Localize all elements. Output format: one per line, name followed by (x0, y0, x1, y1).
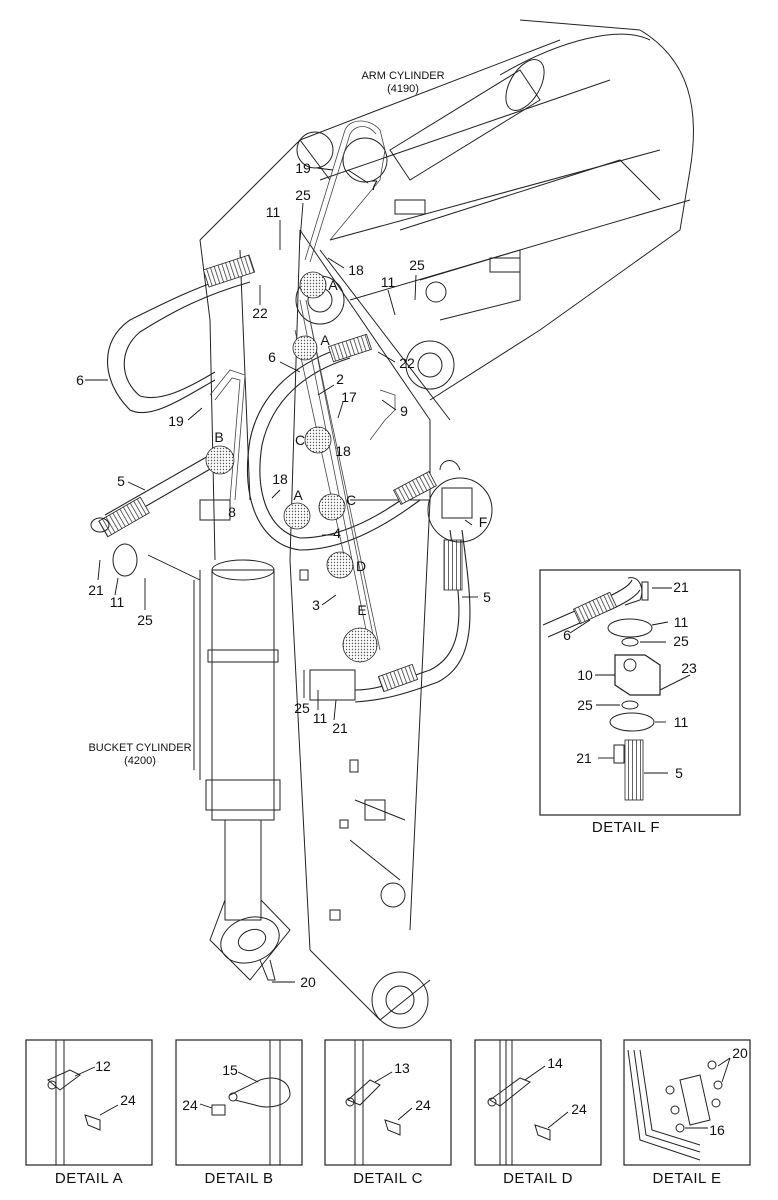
part-label: 25 (673, 633, 689, 649)
clamp-label: C (346, 492, 356, 508)
clamp-label: A (328, 277, 338, 293)
part-label: 11 (313, 710, 328, 726)
arm-cylinder-number: (4190) (387, 83, 419, 95)
bucket-cylinder-caption: BUCKET CYLINDER (88, 742, 191, 754)
part-label: 15 (222, 1062, 238, 1078)
hose-5-right (354, 460, 471, 703)
part-label: 11 (110, 594, 125, 610)
part-label: 25 (295, 187, 311, 203)
part-label: 24 (571, 1101, 587, 1117)
part-label: 2 (336, 371, 344, 387)
part-label: 18 (272, 471, 288, 487)
detail-box-labels: 12 24 DETAIL A 15 24 DETAIL B 13 24 DETA… (55, 1045, 748, 1187)
part-label: 11 (381, 274, 396, 290)
detail-b-panel (175, 1039, 303, 1166)
part-number-labels: 19 7 25 11 18 A 25 11 22 A 6 6 2 22 17 9… (76, 160, 491, 990)
part-label: 11 (266, 204, 281, 220)
bucket-cylinder-number: (4200) (124, 755, 156, 767)
steel-pipes (209, 120, 396, 651)
part-label: 24 (415, 1097, 431, 1113)
part-label: 3 (312, 597, 320, 613)
part-label: 24 (120, 1092, 136, 1108)
detail-callout: F (479, 514, 488, 530)
detail-f-title: DETAIL F (592, 819, 660, 836)
hose-5-left (90, 454, 213, 538)
part-label: 24 (182, 1097, 198, 1113)
part-label: 4 (333, 525, 341, 541)
part-label: 16 (709, 1122, 725, 1138)
hose-6-right (246, 333, 437, 551)
part-label: 8 (228, 504, 236, 520)
detail-f-panel (539, 569, 741, 816)
part-label: 11 (674, 614, 689, 630)
clamp-label: D (356, 558, 366, 574)
detail-c-title: DETAIL C (353, 1170, 423, 1187)
part-label: 5 (483, 589, 491, 605)
detail-a-panel (25, 1039, 153, 1166)
part-label: 11 (674, 714, 689, 730)
part-label: 22 (252, 305, 268, 321)
part-label: 20 (300, 974, 316, 990)
detail-d-panel (474, 1039, 602, 1166)
part-label: 14 (547, 1055, 563, 1071)
clamp-markers (112, 271, 493, 701)
part-label: 9 (400, 403, 408, 419)
part-label: 6 (76, 372, 84, 388)
detail-d-title: DETAIL D (503, 1170, 573, 1187)
part-label: 10 (577, 667, 593, 683)
part-label: 25 (294, 700, 310, 716)
part-label: 18 (348, 262, 364, 278)
detail-b-title: DETAIL B (204, 1170, 273, 1187)
part-label: 21 (673, 579, 689, 595)
detail-a-title: DETAIL A (55, 1170, 123, 1187)
part-label: 25 (137, 612, 153, 628)
detail-e-panel (623, 1039, 751, 1166)
detail-e-title: DETAIL E (652, 1170, 721, 1187)
part-label: 23 (681, 660, 697, 676)
clamp-label: A (320, 332, 330, 348)
clamp-label: B (214, 429, 223, 445)
part-label: 21 (88, 582, 104, 598)
hose-6-left (107, 254, 256, 414)
part-label: 19 (168, 413, 184, 429)
part-label: 18 (335, 443, 351, 459)
part-label: 7 (370, 177, 378, 193)
part-label: 21 (576, 750, 592, 766)
detail-c-panel (324, 1039, 452, 1166)
clamp-label: A (293, 487, 303, 503)
part-label: 12 (95, 1058, 111, 1074)
part-label: 22 (399, 355, 415, 371)
detail-f-labels: 21 11 6 25 10 23 25 11 21 5 DETAIL F (563, 579, 697, 836)
part-label: 19 (295, 160, 311, 176)
cylinder-captions: ARM CYLINDER (4190) BUCKET CYLINDER (420… (88, 70, 444, 767)
part-label: 17 (341, 389, 357, 405)
part-label: 25 (577, 697, 593, 713)
part-label: 6 (268, 349, 276, 365)
part-label: 6 (563, 627, 571, 643)
arm-cylinder-caption: ARM CYLINDER (361, 70, 444, 82)
arm-structure (199, 19, 694, 1029)
clamp-label: E (357, 602, 366, 618)
part-label: 13 (394, 1060, 410, 1076)
part-label: 25 (409, 257, 425, 273)
part-label: 21 (332, 720, 348, 736)
part-label: 5 (675, 765, 683, 781)
part-label: 20 (732, 1045, 748, 1061)
leader-lines (85, 167, 478, 983)
clamp-label: C (295, 432, 305, 448)
part-label: 5 (117, 473, 125, 489)
bucket-cylinder (193, 559, 291, 981)
